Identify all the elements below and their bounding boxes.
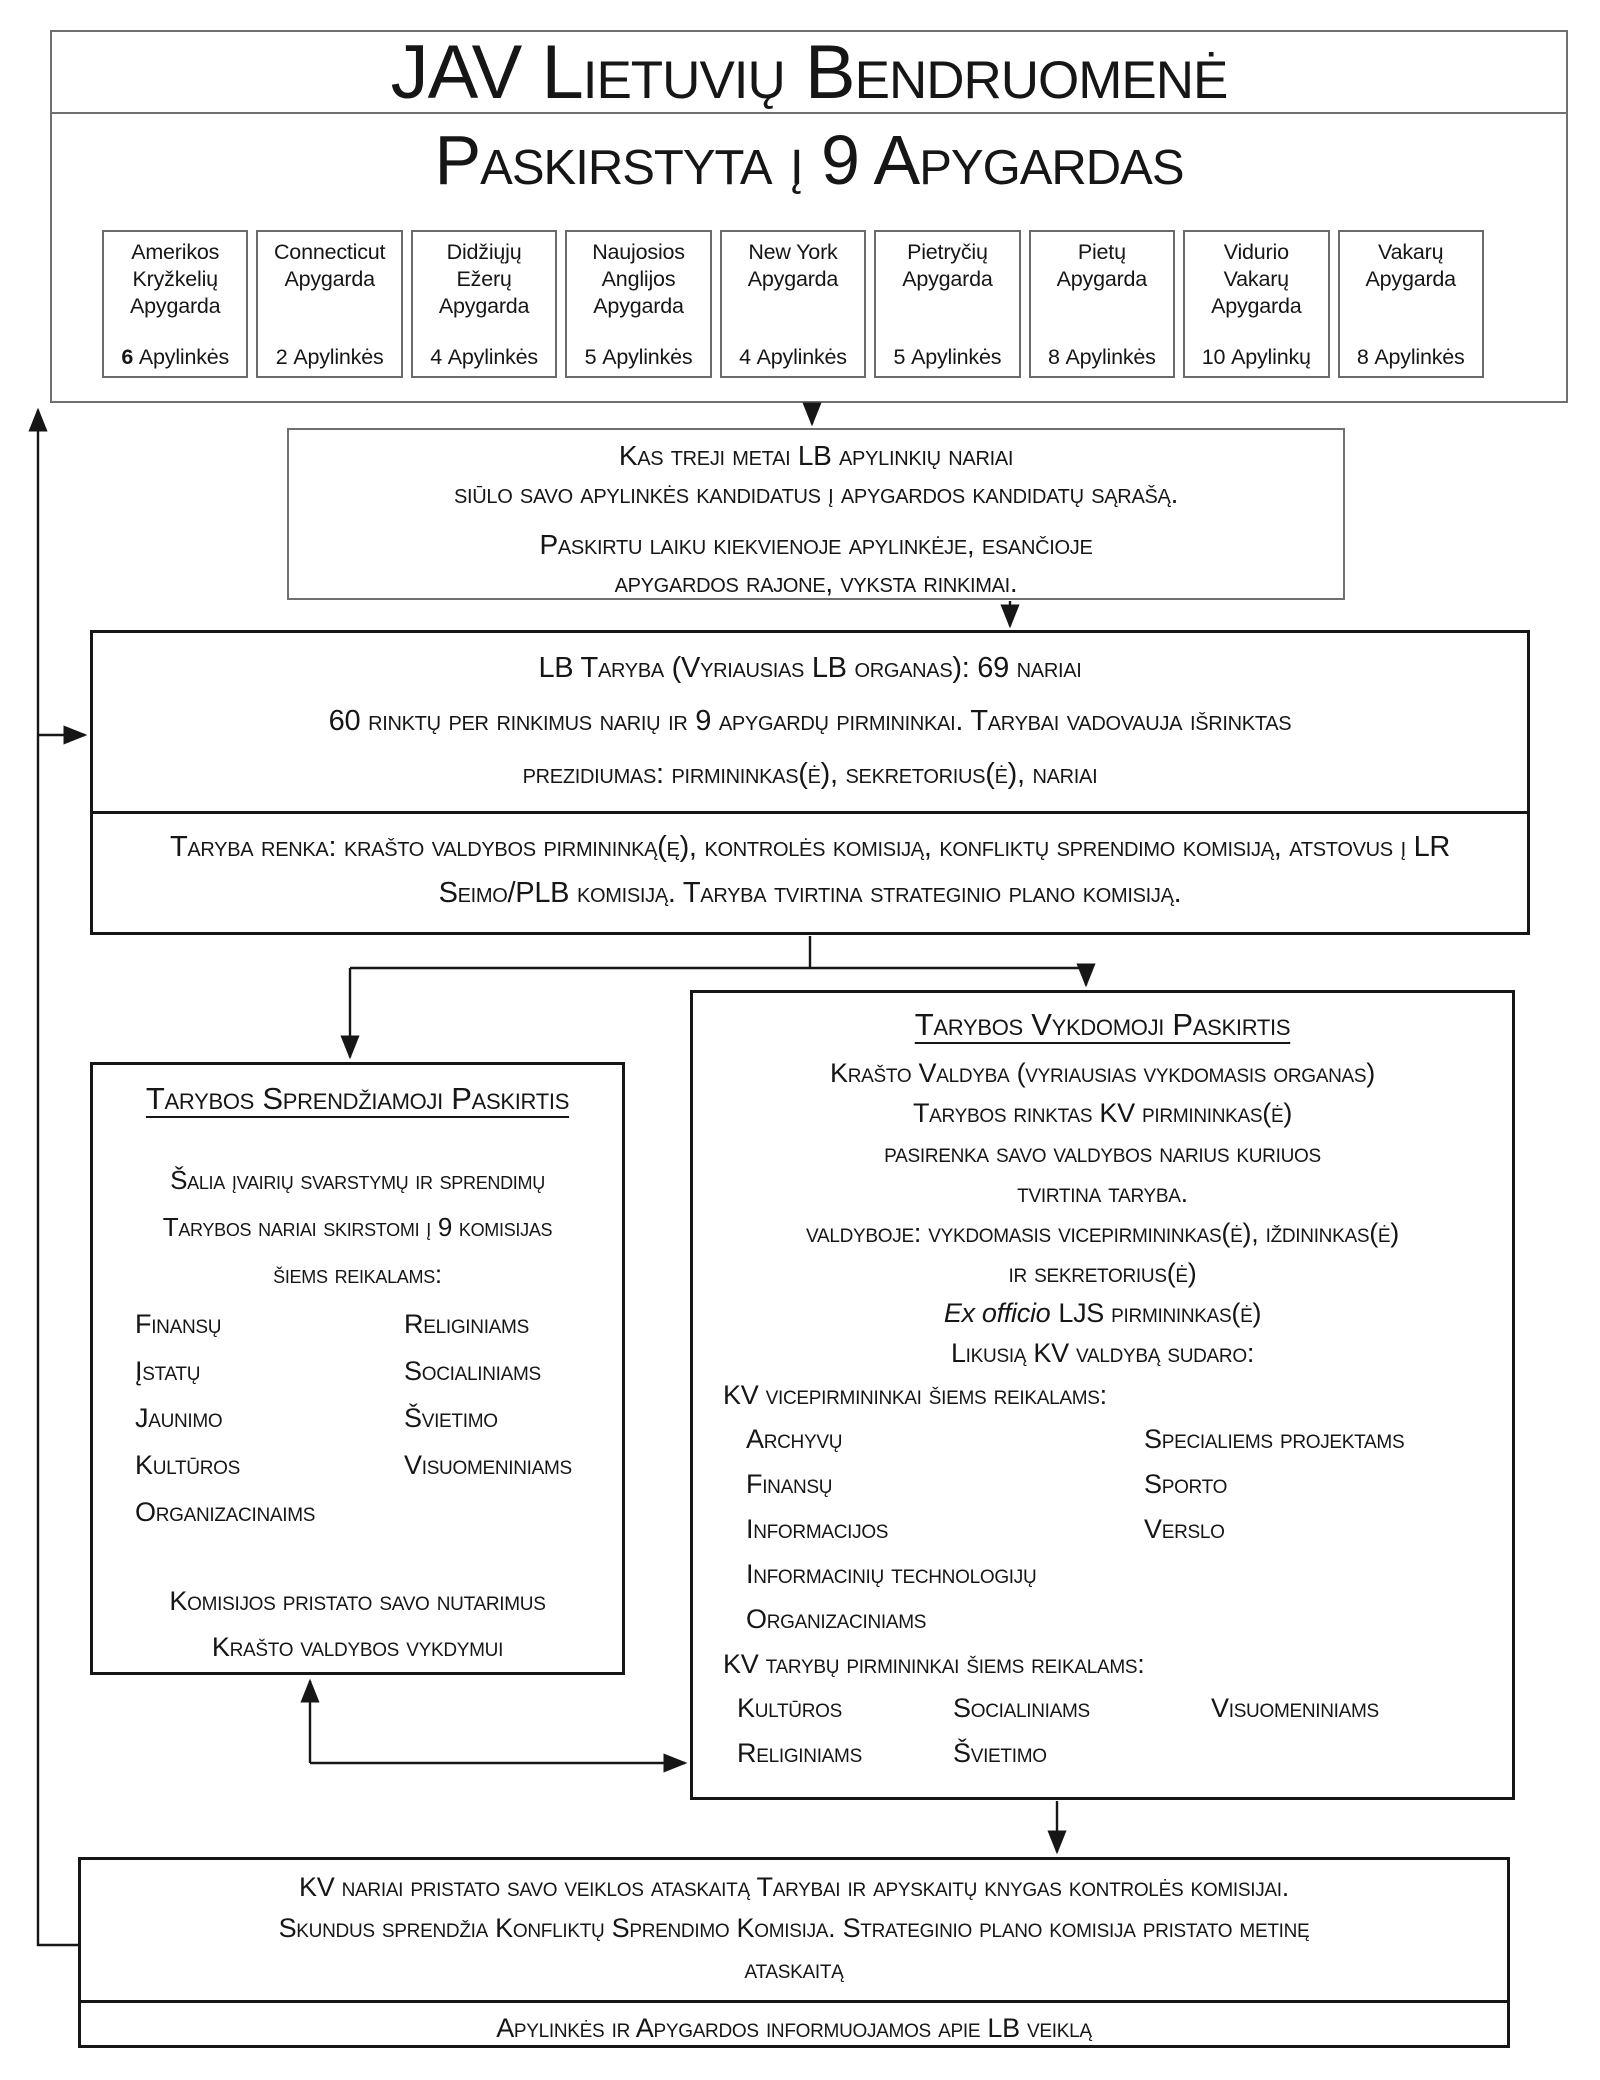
page-title: JAV Lietuvių Bendruomenė [52, 30, 1566, 115]
district-name: Didžiųjų Ežerų Apygarda [438, 240, 530, 318]
election-line: Paskirtu laiku kiekvienoje apylinkėje, e… [539, 529, 1093, 560]
district-name: Pietryčių Apygarda [902, 240, 993, 291]
district-name: Connecticut Apygarda [273, 240, 386, 291]
komisijos-col-1: Finansų Įstatų Jaunimo Kultūros Organiza… [135, 1309, 316, 1527]
sprendziamoji-title: Tarybos Sprendžiamoji Paskirtis [145, 1081, 570, 1116]
sprendziamoji-footer: Komisijos pristato savo nutarimus Krašto… [169, 1586, 546, 1662]
election-process-box: Kas treji metai LB apylinkių nariai siūl… [287, 428, 1345, 600]
vykdomoji-description: Krašto Valdyba (vyriausias vykdomasis or… [693, 1053, 1512, 1373]
header-box: JAV Lietuvių Bendruomenė Paskirstyta į 9… [50, 30, 1568, 403]
vykdomoji-box: Tarybos Vykdomoji Paskirtis Krašto Valdy… [690, 990, 1515, 1800]
district-name: Amerikos Kryžkelių Apygarda [130, 240, 221, 318]
taryba-renka-section: Taryba renka: krašto valdybos pirmininką… [93, 811, 1527, 916]
lb-taryba-box: LB Taryba (Vyriausias LB organas): 69 na… [90, 630, 1530, 935]
district-name: Pietų Apygarda [1056, 240, 1148, 291]
district-name: Vidurio Vakarų Apygarda [1211, 240, 1302, 318]
vice-col-2: Specialiems projektams Sporto Verslo [1144, 1424, 1405, 1544]
information-text: Apylinkės ir Apygardos informuojamos api… [81, 2000, 1507, 2053]
taryba-description: LB Taryba (Vyriausias LB organas): 69 na… [328, 652, 1292, 790]
election-line: apygardos rajone, vyksta rinkimai. [614, 567, 1018, 598]
page-subtitle: Paskirstyta į 9 Apygardas [434, 121, 1184, 199]
komisijos-col-2: Religiniams Socialiniams Švietimo Visuom… [404, 1309, 572, 1480]
tarybu-row-1: Kultūros Socialiniams Visuomeniniams [737, 1693, 1379, 1723]
district-name: New York Apygarda [747, 240, 839, 291]
district-name: Vakarų Apygarda [1365, 240, 1457, 291]
vykdomoji-title: Tarybos Vykdomoji Paskirtis [914, 1007, 1291, 1042]
komisijos-list: Finansų Įstatų Jaunimo Kultūros Organiza… [93, 1301, 622, 1536]
vice-header: KV vicepirmininkai šiems reikalams: [723, 1380, 1107, 1410]
accountability-box: KV nariai pristato savo veiklos ataskait… [78, 1857, 1510, 2048]
accountability-text: KV nariai pristato savo veiklos ataskait… [278, 1872, 1310, 1984]
tarybu-row-2: Religiniams Švietimo [737, 1738, 1047, 1768]
vice-col-1: Archyvų Finansų Informacijos Informacini… [746, 1424, 1037, 1634]
election-line: Kas treji metai LB apylinkių nariai [618, 440, 1014, 471]
arrow-feedback-to-header [28, 407, 78, 1947]
election-line: siūlo savo apylinkės kandidatus į apygar… [453, 478, 1179, 509]
sprendziamoji-intro: Šalia įvairių svarstymų ir sprendimų Tar… [162, 1165, 553, 1289]
vice-list: Archyvų Finansų Informacijos Informacini… [693, 1417, 1512, 1642]
district-name: Naujosios Anglijos Apygarda [592, 240, 685, 318]
sprendziamoji-box: Tarybos Sprendžiamoji Paskirtis Šalia įv… [90, 1062, 625, 1675]
tarybu-header: KV tarybų pirmininkai šiems reikalams: [723, 1649, 1145, 1679]
